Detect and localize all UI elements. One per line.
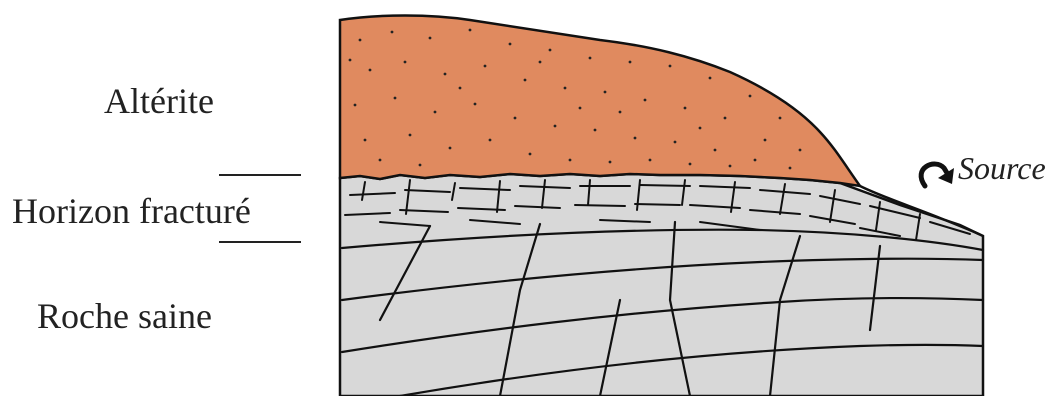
- alterite-layer: [340, 16, 860, 187]
- bedrock-layer: [340, 174, 983, 396]
- label-roche-saine: Roche saine: [37, 295, 212, 337]
- label-source: Source: [958, 150, 1046, 187]
- separator-bottom: [219, 241, 301, 243]
- label-alterite: Altérite: [104, 80, 214, 122]
- separator-top: [219, 174, 301, 176]
- label-horizon-fracture: Horizon fracturé: [12, 190, 251, 232]
